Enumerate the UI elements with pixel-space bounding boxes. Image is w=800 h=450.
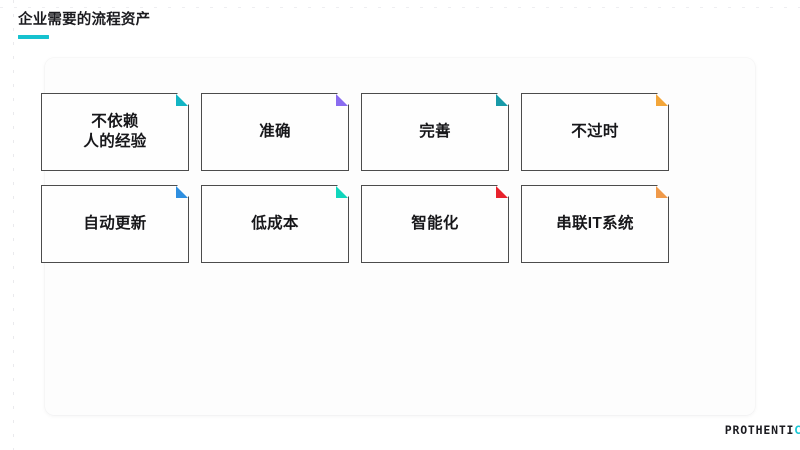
corner-fold-icon [176, 186, 188, 198]
corner-fold-icon [656, 186, 668, 198]
corner-fold-icon [496, 186, 508, 198]
note-card-label: 低成本 [251, 215, 299, 232]
note-card[interactable]: 低成本 [201, 185, 349, 263]
note-card-label: 串联IT系统 [556, 215, 634, 232]
card-grid: 不依赖 人的经验 准确 完善 不过时 自动更新 低成本 智能化 [41, 93, 669, 263]
brand-logo: PROTHENTIC [725, 423, 800, 437]
page-title: 企业需要的流程资产 [18, 12, 151, 28]
corner-fold-icon [336, 186, 348, 198]
note-card[interactable]: 准确 [201, 93, 349, 171]
note-card[interactable]: 串联IT系统 [521, 185, 669, 263]
note-card-label: 完善 [419, 123, 451, 140]
note-card[interactable]: 不依赖 人的经验 [41, 93, 189, 171]
brand-logo-accent: C [794, 423, 800, 437]
title-underline-accent [18, 35, 49, 39]
guide-dots-vertical [13, 0, 14, 450]
corner-fold-icon [336, 94, 348, 106]
slide-header: 企业需要的流程资产 [18, 11, 518, 39]
note-card[interactable]: 不过时 [521, 93, 669, 171]
brand-logo-main: PROTHENTI [724, 423, 795, 437]
note-card-label: 自动更新 [83, 215, 147, 232]
note-card-label: 不过时 [571, 123, 619, 140]
note-card[interactable]: 完善 [361, 93, 509, 171]
corner-fold-icon [176, 94, 188, 106]
guide-dots-horizontal [0, 7, 800, 8]
note-card[interactable]: 自动更新 [41, 185, 189, 263]
note-card-label: 不依赖 人的经验 [83, 113, 147, 150]
corner-fold-icon [656, 94, 668, 106]
note-card-label: 准确 [259, 123, 291, 140]
corner-fold-icon [496, 94, 508, 106]
note-card-label: 智能化 [411, 215, 459, 232]
note-card[interactable]: 智能化 [361, 185, 509, 263]
